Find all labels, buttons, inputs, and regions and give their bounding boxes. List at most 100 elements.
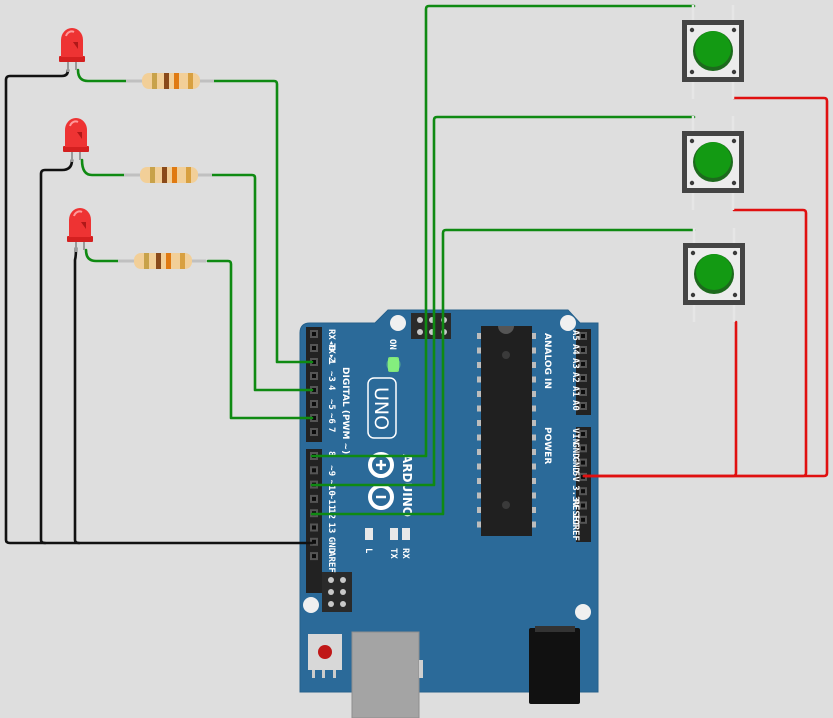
chip-leg [477,362,481,368]
l-led [365,528,373,540]
wire-led2-to-pin5 [208,173,314,392]
mounting-hole [390,315,406,331]
digital-pin-label: ~3 [326,371,336,382]
power-jack [529,626,580,704]
atmega-chip [477,326,536,536]
resistor-3[interactable] [118,253,206,269]
chip-leg [477,521,481,528]
chip-leg [477,391,481,397]
analog-pin-0[interactable]: A5 [570,330,587,341]
resistor-2[interactable] [124,167,212,183]
push-button-2[interactable] [682,116,744,210]
chip-leg [532,420,536,426]
digital-pin-14[interactable]: GND [310,537,336,554]
digital-pin-7[interactable]: 7 [310,427,336,436]
digital-pin-label: 4 [326,385,336,391]
analog-pin-label: A5 [570,330,580,341]
power-pin-0[interactable]: VIN [570,428,587,444]
digital-pin-label: GND [326,537,336,554]
chip-leg [532,376,536,383]
tx-led [390,528,398,540]
chip-leg [532,333,536,339]
digital-header-upper [306,327,322,442]
power-pin-5[interactable]: RESET [570,500,587,528]
digital-pin-label: RX◂0 [326,329,336,351]
chip-leg [532,507,536,513]
mounting-hole [560,315,576,331]
digital-pin-label: ~6 [326,413,336,424]
push-button-1[interactable] [682,5,744,99]
wire-led3-to-pin6 [206,259,314,420]
analog-pin-label: A4 [570,344,580,355]
analog-pin-label: A1 [570,386,580,397]
digital-pin-0[interactable]: RX◂0 [310,329,336,351]
red-led-1[interactable] [59,28,85,72]
reset-button[interactable] [308,634,342,678]
chip-leg [532,521,536,528]
power-pin-3[interactable]: 5V [570,471,587,482]
chip-leg [477,492,481,499]
analog-pin-3[interactable]: A2 [570,372,587,383]
analog-pin-4[interactable]: A1 [570,386,587,397]
analog-pin-1[interactable]: A4 [570,344,587,355]
red-led-2[interactable] [63,118,89,162]
analog-pin-label: A2 [570,372,580,383]
power-pin-label: 5V [570,471,580,482]
chip-leg [532,362,536,368]
digital-pin-2[interactable]: 2 [310,357,336,366]
power-pin-label: 3.3V [570,485,580,507]
digital-pin-4[interactable]: 4 [310,385,336,394]
power-pin-6[interactable]: IOREF [570,514,587,541]
digital-pin-label: TX▸1 [326,343,336,365]
mounting-hole [575,604,591,620]
wire-button2-to-5v [582,208,808,478]
chip-leg [532,478,536,484]
analog-pin-label: A0 [570,400,580,411]
power-pin-1[interactable]: GND [570,442,587,459]
uno-label: UNO [370,387,392,430]
power-pin-label: IOREF [570,514,580,541]
digital-pin-11[interactable]: ~11 [310,494,336,510]
power-pin-4[interactable]: 3.3V [570,485,587,507]
chip-leg [477,347,481,354]
analog-pin-2[interactable]: A3 [570,358,587,369]
digital-pin-15[interactable]: AREF [310,551,336,573]
digital-pin-label: ~5 [326,399,336,410]
chip-leg [532,434,536,441]
chip-leg [532,405,536,412]
digital-pin-13[interactable]: 13 [310,523,336,534]
power-pin-label: VIN [570,428,580,444]
wire-button3-to-5v [582,320,738,478]
chip-leg [477,376,481,383]
digital-pin-5[interactable]: ~5 [310,399,336,410]
icsp-header-bottom [322,572,352,612]
digital-pin-label: AREF [326,551,336,573]
digital-pin-9[interactable]: ~9 [310,465,336,476]
chip-leg [477,449,481,455]
on-led-glow [386,357,401,372]
digital-pin-3[interactable]: ~3 [310,371,336,382]
push-button-3[interactable] [683,228,745,322]
power-pin-2[interactable]: GND [570,457,587,474]
chip-leg [532,492,536,499]
uno-badge-frame [367,377,397,439]
rx-label: RX [400,548,410,559]
digital-pin-1[interactable]: TX▸1 [310,343,336,365]
power-header-label: POWER [542,427,552,464]
digital-pin-6[interactable]: ~6 [310,413,336,424]
wire-led1-to-pin3 [212,79,314,364]
resistor-1[interactable] [126,73,214,89]
chip-leg [532,449,536,455]
wire-led2-to-resistor [80,158,130,177]
arduino-logo [368,452,394,510]
tx-label: TX [388,548,398,559]
digital-pin-label: 2 [326,357,336,362]
wire-led1-to-gnd [4,68,314,545]
red-led-3[interactable] [67,208,93,252]
icsp-header-top [411,313,451,339]
wire-button1-to-5v [582,96,829,478]
analog-pin-5[interactable]: A0 [570,400,587,411]
chip-leg [532,347,536,354]
power-pin-label: RESET [570,500,580,528]
power-pin-label: GND [570,442,580,459]
